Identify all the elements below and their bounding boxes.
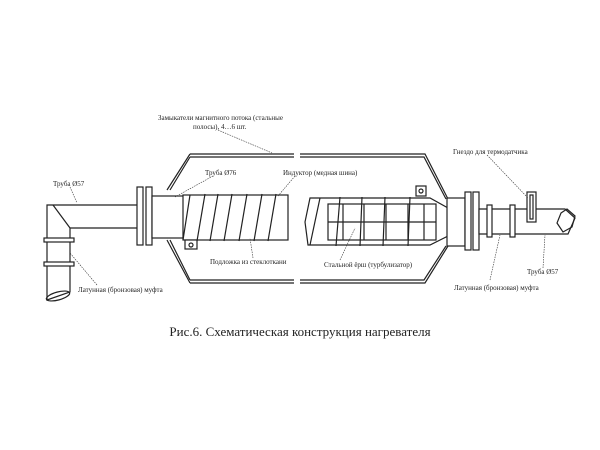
- label-pipe-57-right: Труба Ø57: [527, 268, 559, 276]
- label-sensor-socket: Гнездо для термодатчика: [453, 148, 529, 156]
- flange-left-1: [136, 186, 144, 246]
- coupling-ring-right-2: [509, 204, 516, 238]
- label-pipe-57-left: Труба Ø57: [53, 180, 85, 188]
- label-pipe-76: Труба Ø76: [205, 169, 237, 177]
- right-pipe: [478, 191, 576, 238]
- sensor-socket: [526, 191, 537, 223]
- coupling-ring-right-1: [486, 204, 493, 238]
- label-inductor: Индуктор (медная шина): [283, 169, 358, 177]
- flange-right-2: [472, 191, 480, 251]
- flux-closer-housing: [166, 153, 449, 284]
- terminal-right: [415, 185, 427, 197]
- pipe-76-right: [446, 197, 466, 247]
- label-flux-closers-line2: полосы), 4…6 шт.: [193, 123, 247, 131]
- label-coupling-right: Латунная (бронзовая) муфта: [454, 284, 540, 292]
- terminal-left: [184, 239, 198, 250]
- coupling-ring-left-1: [43, 237, 75, 243]
- inductor-coil-left: [182, 193, 289, 250]
- label-coupling-left: Латунная (бронзовая) муфта: [78, 286, 164, 294]
- flange-left-2: [145, 186, 153, 246]
- flange-right-1: [464, 191, 472, 251]
- label-flux-closers: Замыкатели магнитного потока (стальные: [158, 114, 283, 122]
- inductor-coil-right: [304, 185, 451, 247]
- label-substrate: Подложка из стеклоткани: [210, 258, 287, 266]
- coupling-ring-left-2: [43, 261, 75, 267]
- steel-brush-turbulator: [327, 203, 437, 241]
- pipe-76-left: [151, 195, 188, 239]
- label-turbulator: Стальной ёрш (турбулизатор): [324, 261, 413, 269]
- leader-lines: [69, 129, 546, 286]
- figure-caption: Рис.6. Схематическая конструкция нагрева…: [169, 324, 430, 339]
